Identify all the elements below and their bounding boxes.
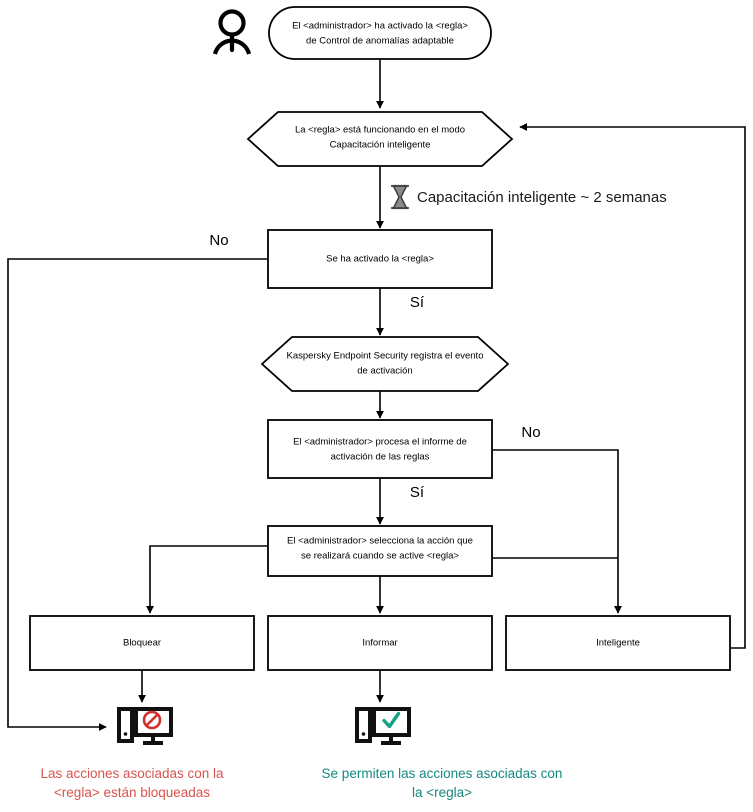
node-kes-logs-event-shape	[260, 336, 510, 392]
monitor-blocked-icon	[117, 707, 173, 745]
outcome-allowed-line1: Se permiten las acciones asociadas con	[322, 766, 563, 781]
node-admin-selects-action: El <administrador> selecciona la acción …	[267, 525, 493, 577]
node-action-block-label: Bloquear	[123, 638, 161, 649]
node-admin-action-line1: El <administrador> selecciona la acción …	[287, 536, 473, 547]
outcome-allowed-label: Se permiten las acciones asociadas con l…	[322, 766, 563, 800]
outcome-allowed-line2: la <regla>	[412, 785, 472, 800]
node-admin-report-line1: El <administrador> procesa el informe de	[293, 437, 467, 448]
outcome-blocked-line1: Las acciones asociadas con la	[40, 766, 224, 781]
node-action-inform: Informar	[267, 615, 493, 671]
node-rule-triggered-shape	[267, 229, 493, 289]
edge-triggered-no-to-blocked	[7, 258, 268, 731]
node-admin-processes-report-shape	[267, 419, 493, 479]
node-action-inform-label: Informar	[362, 638, 397, 649]
node-action-smart: Inteligente	[505, 615, 731, 671]
timer-note-text: Capacitación inteligente ~ 2 semanas	[417, 189, 667, 206]
edge-action-to-block	[146, 545, 268, 614]
hourglass-icon	[390, 184, 410, 210]
node-admin-processes-report: El <administrador> procesa el informe de…	[267, 419, 493, 479]
node-start-line2: de Control de anomalías adaptable	[306, 36, 454, 47]
node-rule-triggered-line1: Se ha activado la <regla>	[326, 254, 434, 265]
node-action-block: Bloquear	[29, 615, 255, 671]
node-action-inform-shape	[267, 615, 493, 671]
edge-label-report-yes: Sí	[410, 484, 425, 501]
outcome-blocked-line2: <regla> están bloqueadas	[54, 785, 210, 800]
monitor-allowed-icon	[355, 707, 411, 745]
edge-report-no-to-smart-action	[492, 449, 622, 614]
node-action-smart-label: Inteligente	[596, 638, 640, 649]
node-admin-selects-action-shape	[267, 525, 493, 577]
node-kes-logs-event-line1: Kaspersky Endpoint Security registra el …	[287, 351, 484, 362]
edge-label-triggered-no: No	[209, 232, 228, 249]
edge-smart-action-loopback	[519, 123, 746, 649]
node-admin-report-line2: activación de las reglas	[331, 452, 430, 463]
edge-label-report-no: No	[521, 424, 540, 441]
node-smart-training-shape	[246, 111, 514, 167]
node-smart-training-line2: Capacitación inteligente	[330, 140, 431, 151]
node-start-line1: El <administrador> ha activado la <regla…	[292, 21, 468, 32]
node-action-block-shape	[29, 615, 255, 671]
node-start: El <administrador> ha activado la <regla…	[268, 6, 492, 60]
node-smart-training: La <regla> está funcionando en el modo C…	[246, 111, 514, 167]
node-admin-action-line2: se realizará cuando se active <regla>	[301, 551, 459, 562]
edge-label-triggered-yes: Sí	[410, 294, 425, 311]
node-smart-training-line1: La <regla> está funcionando en el modo	[295, 125, 465, 136]
outcome-blocked-label: Las acciones asociadas con la <regla> es…	[40, 766, 224, 800]
node-kes-logs-event-line2: de activación	[357, 366, 412, 377]
node-action-smart-shape	[505, 615, 731, 671]
node-kes-logs-event: Kaspersky Endpoint Security registra el …	[260, 336, 510, 392]
node-start-shape	[268, 6, 492, 60]
node-rule-triggered: Se ha activado la <regla>	[267, 229, 493, 289]
user-actor-icon	[212, 9, 252, 55]
